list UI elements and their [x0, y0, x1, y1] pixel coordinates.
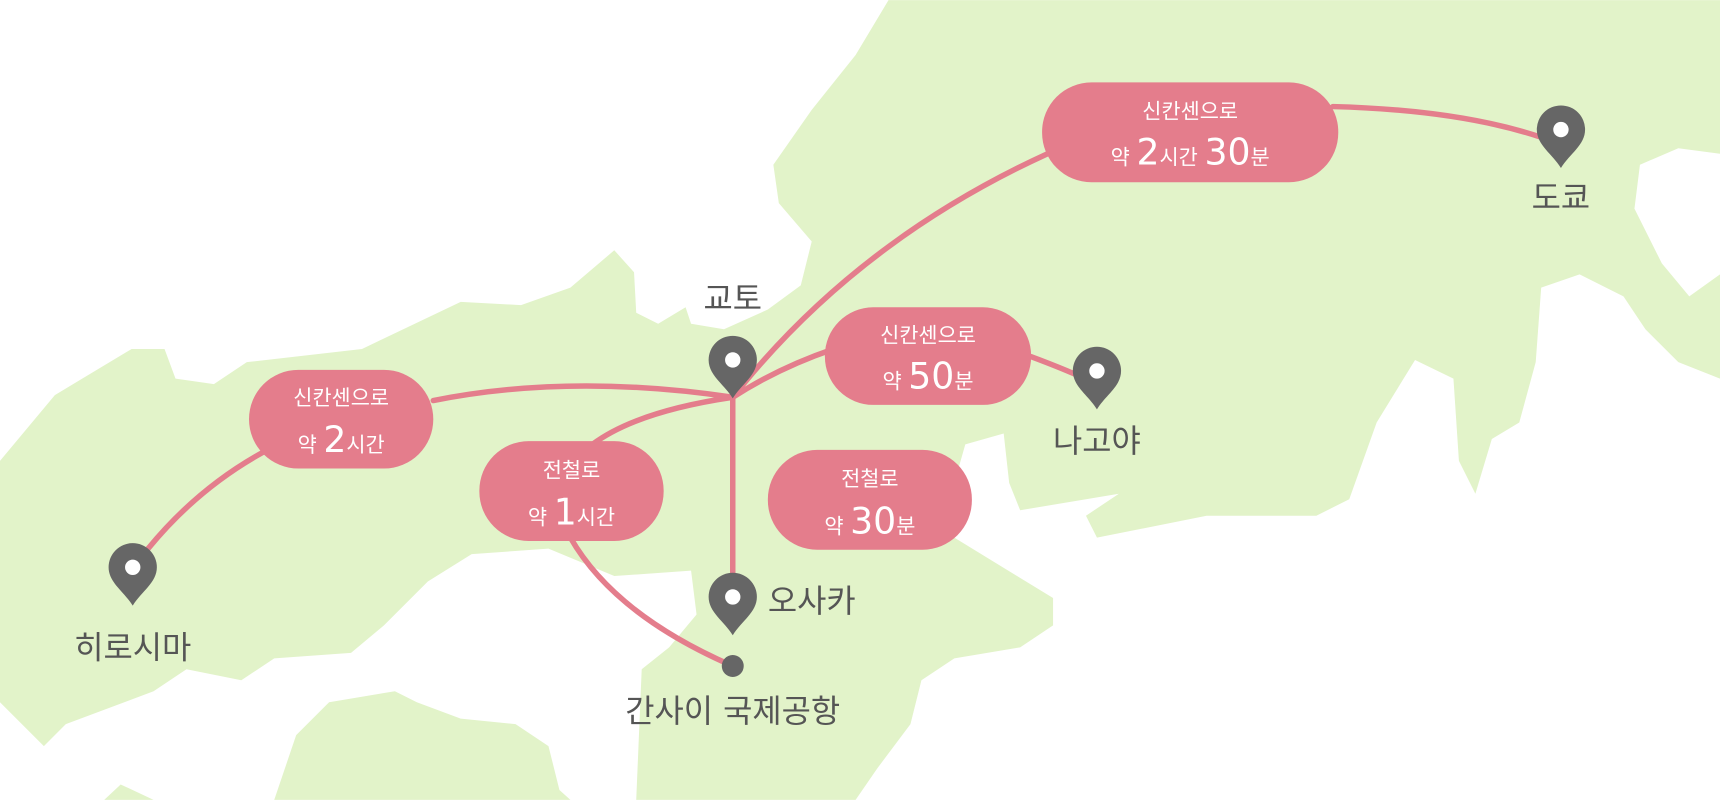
svg-text:신칸센으로: 신칸센으로	[293, 386, 389, 410]
city-label-kyoto: 교토	[703, 280, 762, 318]
pin-icon-tokyo[interactable]	[1536, 105, 1586, 168]
svg-text:약 30분: 약 30분	[824, 499, 915, 542]
route-kyoto-nagoya	[730, 346, 837, 400]
badge-kyoto-tokyo: 신칸센으로 약 2시간 30분	[1042, 82, 1339, 183]
badge-kyoto-airport: 전철로 약 1시간	[479, 441, 664, 541]
route-tokyo	[1330, 103, 1544, 141]
airport-dot-icon[interactable]	[721, 655, 744, 677]
svg-text:약 1시간: 약 1시간	[528, 491, 615, 534]
pin-icon-osaka[interactable]	[708, 572, 757, 636]
badge-kyoto-hiroshima: 신칸센으로 약 2시간	[249, 369, 434, 469]
route-hiroshima	[145, 449, 267, 552]
svg-text:약 2시간: 약 2시간	[298, 418, 385, 461]
route-kyoto-airport-b	[567, 534, 736, 669]
badge-osaka-airport: 전철로 약 30분	[767, 449, 972, 550]
badge-kyoto-nagoya: 신칸센으로 약 50분	[824, 307, 1032, 405]
svg-text:신칸센으로: 신칸센으로	[1142, 100, 1238, 124]
city-label-tokyo: 도쿄	[1532, 179, 1591, 217]
svg-text:약 2시간 30분: 약 2시간 30분	[1111, 131, 1270, 174]
pin-icon-hiroshima[interactable]	[108, 543, 157, 606]
city-label-osaka: 오사카	[768, 582, 856, 620]
tokyo-bay	[1634, 148, 1720, 297]
shikoku-land	[274, 691, 571, 800]
pin-icon-nagoya[interactable]	[1072, 346, 1122, 410]
svg-text:전철로: 전철로	[543, 458, 601, 482]
svg-text:약 50분: 약 50분	[882, 354, 973, 397]
city-label-kansai-airport: 간사이 국제공항	[625, 692, 840, 730]
routes	[145, 103, 1544, 669]
route-hiroshima-kyoto	[430, 383, 736, 404]
city-label-nagoya: 나고야	[1053, 422, 1141, 460]
svg-text:전철로: 전철로	[841, 467, 899, 491]
route-kyoto-airport-a	[589, 394, 736, 448]
pin-icon-kyoto[interactable]	[708, 335, 757, 399]
svg-text:신칸센으로: 신칸센으로	[880, 323, 976, 347]
route-kyoto-tokyo	[730, 150, 1051, 400]
kyushu-land	[104, 784, 154, 800]
city-label-hiroshima: 히로시마	[74, 628, 191, 666]
